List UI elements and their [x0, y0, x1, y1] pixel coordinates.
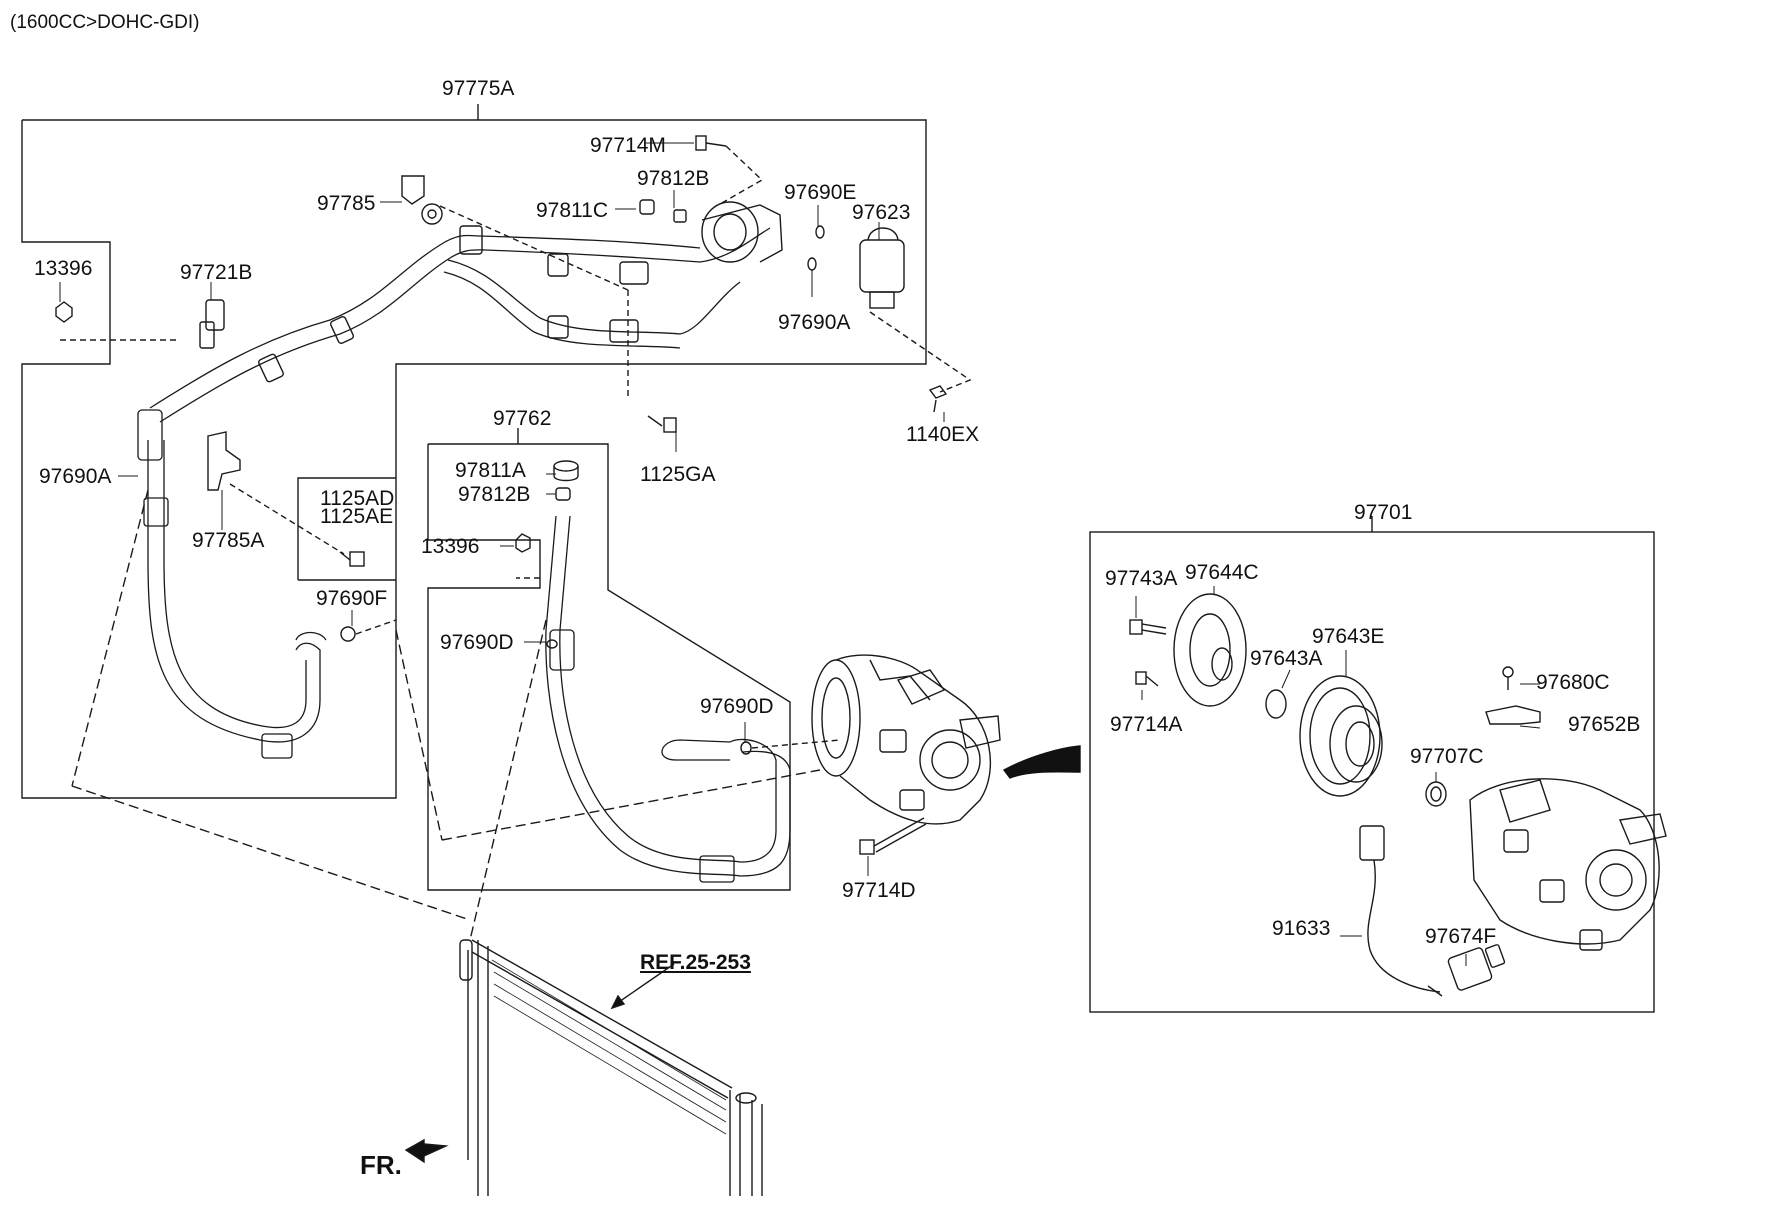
label-97707C: 97707C — [1410, 745, 1484, 768]
label-1125GA: 1125GA — [640, 463, 716, 486]
group-97762-outline — [427, 443, 791, 891]
label-97680C: 97680C — [1536, 671, 1610, 694]
cap-97812B — [555, 487, 571, 501]
label-97690D-left: 97690D — [440, 631, 514, 654]
bolt-97714A — [1135, 671, 1159, 687]
label-97690D-right: 97690D — [700, 695, 774, 718]
label-97811A: 97811A — [455, 459, 526, 482]
sensor-97721B — [199, 299, 225, 349]
front-direction-label: FR. — [360, 1150, 402, 1180]
label-97714D: 97714D — [842, 879, 916, 902]
group-97775A-outline — [21, 119, 927, 799]
bracket-97785A — [207, 431, 241, 491]
pointer-arrow — [1002, 745, 1081, 779]
label-97714M: 97714M — [590, 134, 666, 157]
bolt-97743A — [1129, 619, 1167, 635]
label-97812B-top: 97812B — [637, 167, 710, 190]
oring-97690F — [340, 626, 356, 642]
bracket-97652B — [1485, 705, 1541, 725]
pulley-97643E — [1299, 675, 1383, 797]
bolt-97714M — [695, 135, 727, 151]
bracket-97785 — [401, 175, 443, 225]
hose-fittings — [258, 225, 649, 383]
label-97775A: 97775A — [442, 77, 515, 100]
label-97690A-left: 97690A — [39, 465, 112, 488]
bolt-97680C — [1502, 666, 1514, 690]
bolt-1125GA — [647, 415, 677, 433]
reference-label[interactable]: REF.25-253 — [640, 951, 751, 974]
label-97690A-right: 97690A — [778, 311, 851, 334]
label-97674F: 97674F — [1425, 925, 1497, 948]
compressor-assembly — [811, 654, 1001, 825]
label-97652B: 97652B — [1568, 713, 1641, 736]
liquid-hose-left — [137, 409, 327, 759]
field-coil-97707C — [1425, 781, 1447, 807]
label-97714A: 97714A — [1110, 713, 1183, 736]
oring-97690D-left — [546, 639, 558, 649]
label-97690E: 97690E — [784, 181, 857, 204]
label-1125AD: 1125AD — [320, 487, 395, 510]
switch-97674F — [1447, 944, 1506, 991]
label-91633: 91633 — [1272, 917, 1331, 940]
label-97743A: 97743A — [1105, 567, 1178, 590]
engine-note: (1600CC>DOHC-GDI) — [10, 12, 200, 33]
label-97721B: 97721B — [180, 261, 253, 284]
clutch-hub-97644C — [1173, 593, 1247, 707]
label-97812B-mid: 97812B — [458, 483, 531, 506]
label-1125AE: 1125AE — [320, 505, 394, 528]
label-97623: 97623 — [852, 201, 911, 224]
discharge-hose — [443, 227, 771, 349]
label-97643A: 97643A — [1250, 647, 1323, 670]
condenser — [459, 939, 763, 1196]
group-1125AD-outline — [297, 477, 396, 580]
label-97690F: 97690F — [316, 587, 388, 610]
compressor-97701 — [1469, 778, 1667, 951]
oring-97690D-right — [740, 741, 752, 755]
snap-ring-97643A — [1265, 689, 1287, 719]
label-13396-top: 13396 — [34, 257, 93, 280]
fr-arrow — [404, 1138, 449, 1164]
label-97762: 97762 — [493, 407, 552, 430]
nut-13396-top — [55, 301, 73, 323]
suction-hose-97762 — [545, 515, 791, 883]
label-1140EX: 1140EX — [906, 423, 980, 446]
label-97811C: 97811C — [536, 199, 609, 222]
label-97701: 97701 — [1354, 501, 1413, 524]
bolt-1140EX — [928, 385, 948, 413]
bolt-97714D — [859, 817, 927, 855]
sensor-91633 — [1359, 825, 1443, 997]
nut-13396-mid — [515, 533, 531, 553]
block-fitting — [701, 201, 783, 263]
bolt-1125AD — [339, 551, 365, 567]
label-13396-mid: 13396 — [421, 535, 480, 558]
label-97785: 97785 — [317, 192, 376, 215]
label-97785A: 97785A — [192, 529, 265, 552]
cap-97811A — [553, 460, 579, 482]
suction-hose — [149, 234, 701, 423]
label-97644C: 97644C — [1185, 561, 1259, 584]
expansion-valve — [859, 227, 905, 309]
label-97643E: 97643E — [1312, 625, 1385, 648]
